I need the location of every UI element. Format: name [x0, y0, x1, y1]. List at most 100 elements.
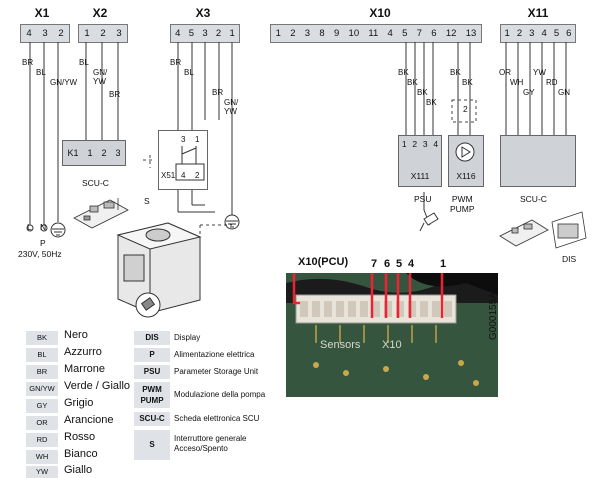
x10-pin: 4 — [387, 28, 393, 39]
x3-pin: 4 — [175, 28, 181, 39]
color-code-gy: GY — [26, 399, 58, 413]
x10-pin: 7 — [416, 28, 422, 39]
abbr-text-p: Alimentazione elettrica — [174, 350, 255, 359]
x111-psu-block: 1 2 3 4 X111 — [398, 135, 442, 187]
boiler-unit-drawing — [116, 222, 202, 318]
abbr-text-dis: Display — [174, 333, 201, 342]
x10-pin: 8 — [319, 28, 325, 39]
abbr-text-s: Interruttore generale Acceso/Spento — [174, 434, 247, 453]
x1-header: X1 — [34, 6, 50, 20]
abbr-text-psu: Parameter Storage Unit — [174, 367, 259, 376]
x11-scu-c-block — [500, 135, 576, 187]
x10-pin: 13 — [465, 28, 477, 39]
color-code-gnyw: GN/YW — [26, 382, 58, 396]
display-dis-label: DIS — [562, 254, 577, 264]
x11-pin: 3 — [529, 28, 535, 39]
x2-wire-gnyw: GN/ YW — [93, 68, 108, 86]
x3-wire-bl: BL — [184, 68, 194, 77]
x11-pin: 5 — [553, 28, 560, 39]
x111-pin: 4 — [433, 139, 439, 149]
x111-pin: 3 — [422, 139, 428, 149]
x11-pin: 2 — [516, 28, 523, 39]
abbr-code-psu: PSU — [134, 365, 170, 379]
x11-wire-or: OR — [499, 68, 511, 77]
pin-label-6: 6 — [384, 258, 391, 270]
pin-label-7: 7 — [371, 258, 378, 270]
x10-pin: 10 — [348, 28, 360, 39]
x10-pin: 3 — [304, 28, 311, 39]
x2-pin: 3 — [116, 28, 122, 39]
x3-pin: 5 — [188, 28, 195, 39]
abbr-text-scu-c: Scheda elettronica SCU — [174, 414, 260, 423]
x10-pin: 1 — [275, 28, 281, 39]
abbr-code-dis: DIS — [134, 331, 170, 345]
psu-wire-bk1: BK — [398, 68, 409, 77]
x111-label: X111 — [410, 171, 430, 181]
x1-pin: 2 — [58, 28, 64, 39]
x11-wire-gy: GY — [523, 88, 535, 97]
x2-pin: 1 — [84, 28, 90, 39]
x1-pin: 3 — [42, 28, 48, 39]
x3-wire-br1: BR — [170, 58, 182, 67]
color-code-bk: BK — [26, 331, 58, 345]
board-x10-text: X10 — [382, 339, 402, 351]
color-code-br: BR — [26, 365, 58, 379]
pump-wire-bk2: BK — [462, 78, 473, 87]
x1-wire-bl: BL — [36, 68, 46, 77]
x51-switch-symbol — [175, 146, 205, 181]
power-spec: 230V, 50Hz — [18, 249, 62, 259]
x10-pin: 9 — [333, 28, 340, 39]
scu-c-label-right: SCU-C — [520, 194, 547, 204]
x51-label: X51 — [161, 171, 176, 180]
x10-pin: 6 — [431, 28, 437, 39]
n-terminal-label: N — [40, 222, 47, 232]
pwm-pump-label: PWM PUMP — [450, 194, 475, 214]
x1-pin: 4 — [26, 28, 32, 39]
color-name-bk: Nero — [64, 329, 88, 341]
x11-header: X11 — [527, 6, 549, 20]
color-name-or: Arancione — [64, 414, 114, 426]
psu-wire-bk3: BK — [417, 88, 428, 97]
pump-wire-bk1: BK — [450, 68, 461, 77]
abbr-code-p: P — [134, 348, 170, 362]
switch-s-label: S — [144, 196, 150, 206]
x10-header: X10 — [369, 6, 391, 20]
x10-pin: 12 — [445, 28, 457, 39]
x3-wire-br2: BR — [212, 88, 224, 97]
scu-c-label-left: SCU-C — [82, 178, 109, 188]
k1-label: K1 — [67, 148, 79, 158]
k1-pin: 2 — [101, 148, 107, 158]
psu-wire-bk2: BK — [407, 78, 418, 87]
pcu-board-graphic — [286, 273, 498, 397]
scu-c-board-right — [499, 211, 587, 249]
x3-pin: 1 — [229, 28, 235, 39]
color-name-bl: Azzurro — [64, 346, 102, 358]
pump-pin-label: 2 — [463, 104, 468, 114]
x11-wire-yw: YW — [533, 68, 546, 77]
color-name-gnyw: Verde / Giallo — [64, 380, 131, 392]
psu-key-icon — [419, 212, 439, 232]
x11-pin: 4 — [541, 28, 547, 39]
x2-header: X2 — [92, 6, 108, 20]
x1-wire-gnyw: GN/YW — [50, 78, 78, 87]
color-name-br: Marrone — [64, 363, 105, 375]
x10-pin: 11 — [368, 28, 379, 39]
abbr-text-pwm-pump: Modulazione della pompa — [174, 390, 266, 399]
x3-pin: 3 — [202, 28, 208, 39]
pin-label-5: 5 — [396, 258, 403, 270]
x51-pin: 1 — [195, 135, 200, 144]
x3-wire-gnyw: GN/ YW — [224, 98, 239, 116]
k1-pin: 3 — [115, 148, 121, 158]
figure-code: G000155A — [488, 292, 499, 340]
x2-wire-bl: BL — [79, 58, 89, 67]
abbr-code-pwm-pump: PWM PUMP — [134, 382, 170, 408]
x11-wire-wh: WH — [510, 78, 524, 87]
photo-title: X10(PCU) — [298, 256, 349, 268]
color-code-rd: RD — [26, 433, 58, 447]
k1-pin: 1 — [87, 148, 93, 158]
x2-pin-row: 1 2 3 — [78, 24, 128, 43]
power-p-label: P — [40, 238, 46, 248]
x11-pin-row: 1 2 3 4 5 6 — [500, 24, 576, 43]
color-code-or: OR — [26, 416, 58, 430]
pump-icon — [455, 142, 475, 162]
